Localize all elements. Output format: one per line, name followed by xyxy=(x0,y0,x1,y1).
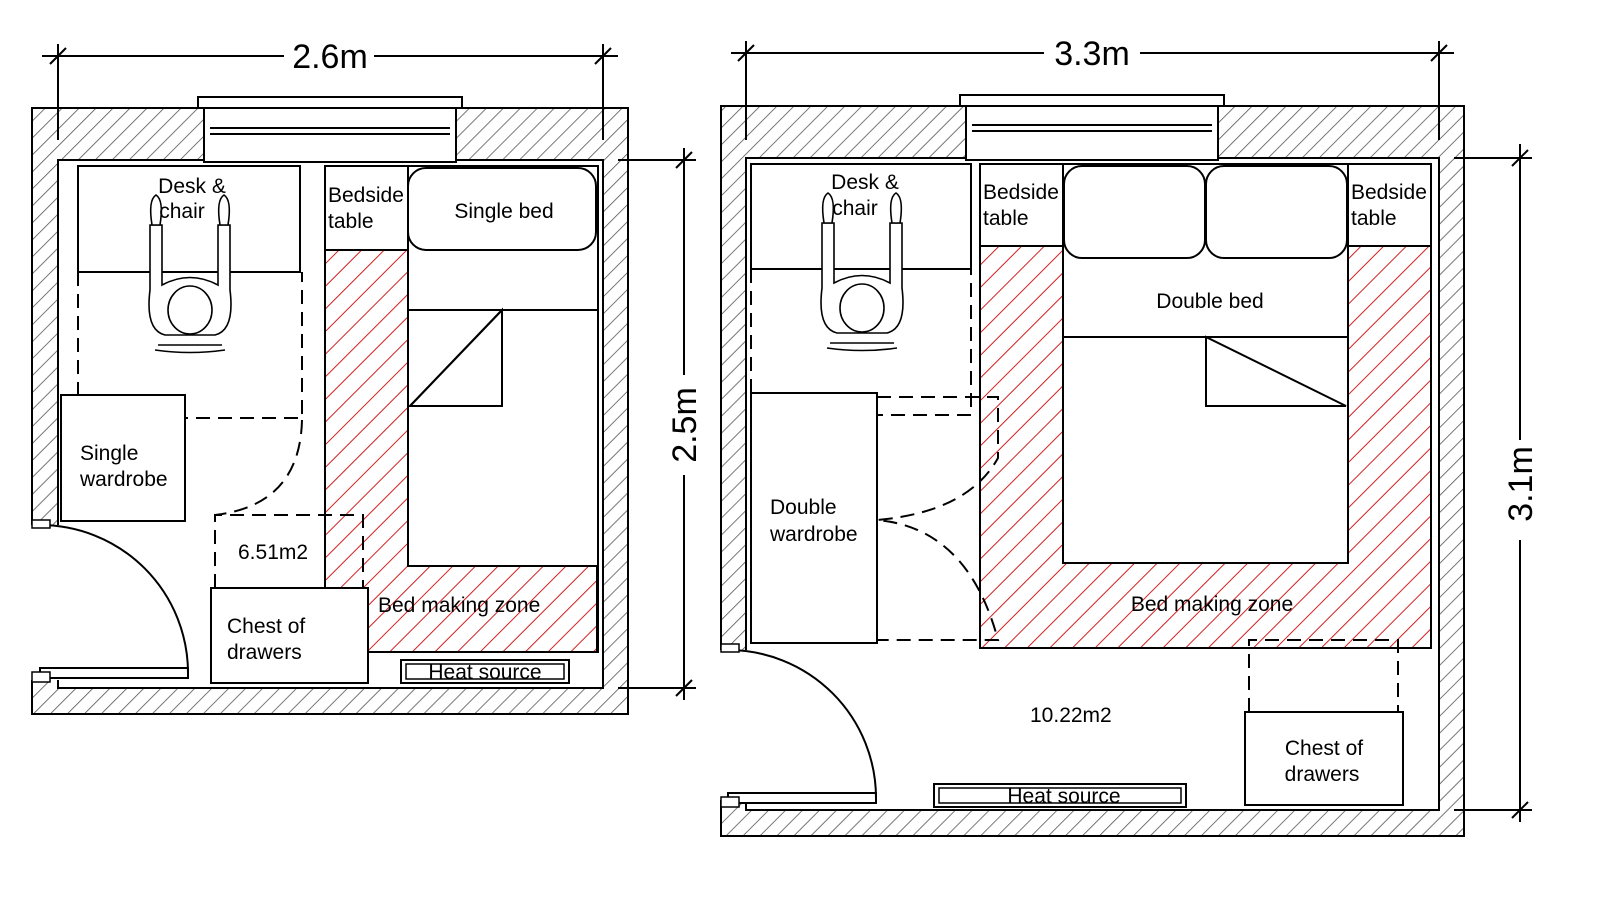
depth-dimension: 3.1m xyxy=(1454,144,1540,822)
width-dimension: 3.3m xyxy=(731,35,1454,140)
bedside-right-label-1: Bedside xyxy=(1351,181,1427,204)
wardrobe-swing xyxy=(214,419,303,516)
plan-single-room: Desk & chair Single wardrobe Bed making … xyxy=(30,38,704,715)
depth-label: 2.5m xyxy=(666,387,704,463)
desk-label-2: chair xyxy=(159,200,205,223)
wardrobe-swing xyxy=(876,396,1000,641)
chest-label-2: drawers xyxy=(227,641,302,664)
door xyxy=(39,667,189,679)
bedside-table-right xyxy=(1347,163,1432,247)
depth-label: 3.1m xyxy=(1502,446,1540,522)
desk-label-1: Desk & xyxy=(158,175,226,198)
desk xyxy=(750,163,972,270)
area-label: 6.51m2 xyxy=(238,541,308,564)
bedside-right-label-2: table xyxy=(1351,207,1397,230)
chest-label-2: drawers xyxy=(1285,763,1360,786)
bedside-table xyxy=(324,165,409,251)
depth-dimension: 2.5m xyxy=(618,148,704,700)
bedside-left-label-1: Bedside xyxy=(983,181,1059,204)
width-label: 2.6m xyxy=(292,38,368,76)
door-swing xyxy=(727,649,877,799)
desk xyxy=(77,165,301,273)
desk-label-2: chair xyxy=(832,197,878,220)
wardrobe xyxy=(60,394,186,522)
wardrobe-label-1: Double xyxy=(770,496,837,519)
wardrobe-label-2: wardrobe xyxy=(79,468,168,491)
wardrobe xyxy=(750,392,878,644)
width-dimension: 2.6m xyxy=(42,38,618,140)
wardrobe-label-2: wardrobe xyxy=(769,523,858,546)
chest-clearance xyxy=(1248,639,1399,712)
chest-label-1: Chest of xyxy=(227,615,305,638)
bedside-table-left xyxy=(979,163,1064,247)
area-label: 10.22m2 xyxy=(1030,704,1112,727)
pillow xyxy=(407,167,597,251)
wardrobe-label-1: Single xyxy=(80,442,138,465)
bed-zone-label: Bed making zone xyxy=(1131,593,1293,616)
chest-of-drawers xyxy=(210,587,369,684)
heat-source xyxy=(400,659,570,684)
door xyxy=(727,792,877,804)
chest-label-1: Chest of xyxy=(1285,737,1363,760)
desk-clearance xyxy=(77,272,303,419)
bed-label: Double bed xyxy=(1156,290,1263,313)
heat-label: Heat source xyxy=(1007,785,1120,808)
desk-label-1: Desk & xyxy=(831,171,899,194)
heat-label: Heat source xyxy=(428,661,541,684)
bedside-label-1: Bedside xyxy=(328,184,404,207)
bed-label: Single bed xyxy=(454,200,553,223)
width-label: 3.3m xyxy=(1054,35,1130,73)
bedside-label-2: table xyxy=(328,210,374,233)
door-swing xyxy=(39,524,189,674)
bed-zone-label: Bed making zone xyxy=(378,594,540,617)
heat-source xyxy=(933,783,1187,808)
pillow-right xyxy=(1205,165,1348,259)
plan-double-room: Desk & chair Bed making zone Double ward… xyxy=(719,35,1540,837)
pillow-left xyxy=(1063,165,1206,259)
chest-of-drawers xyxy=(1244,711,1404,806)
bedside-left-label-2: table xyxy=(983,207,1029,230)
